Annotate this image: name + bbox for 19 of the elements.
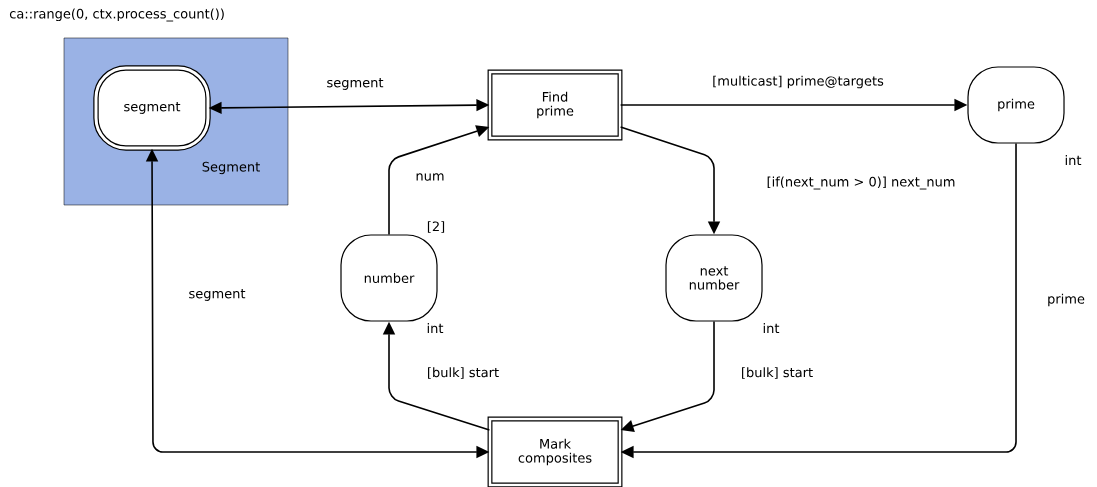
init-expression: ca::range(0, ctx.process_count()) (9, 8, 224, 22)
edge-label: [bulk] start (739, 366, 815, 380)
transition-box: Find prime (487, 69, 623, 141)
place-node: prime (967, 66, 1065, 144)
type-annotation: int (427, 323, 444, 333)
transition-box: Mark composites (487, 416, 623, 487)
type-annotation: int (763, 323, 780, 333)
edge-label: num (414, 172, 446, 182)
edge-label: [if(next_num > 0)] next_num (765, 175, 957, 191)
type-annotation: int (1065, 155, 1082, 165)
edge-label: segment (325, 77, 385, 91)
edge-label: [multicast] prime@targets (711, 74, 885, 90)
edge-label: prime (1046, 292, 1086, 308)
place-node: segment (93, 65, 211, 151)
place-node: next number (665, 234, 763, 322)
place-node: number (340, 234, 438, 322)
type-annotation: [2] (427, 221, 445, 233)
edge-label: segment (187, 288, 247, 302)
edge-label: [bulk] start (425, 366, 501, 380)
